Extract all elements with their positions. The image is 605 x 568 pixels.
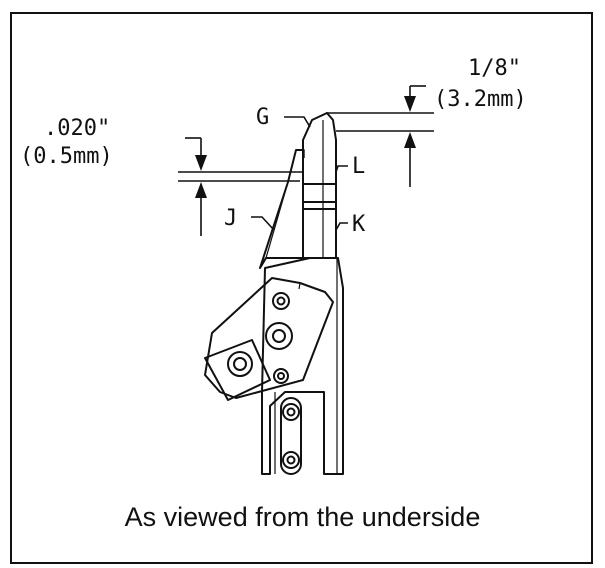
leader-l	[335, 165, 348, 173]
slot	[280, 397, 302, 475]
leader-j	[251, 216, 275, 231]
dim-right-mm: (3.2mm)	[434, 87, 527, 112]
label-k: K	[352, 212, 366, 237]
dimension-left	[178, 137, 302, 236]
screw-left	[227, 351, 253, 377]
screw-center	[265, 322, 293, 350]
clamp-block	[204, 339, 271, 401]
holder-body	[261, 257, 344, 475]
dim-left-mm: (0.5mm)	[20, 144, 113, 169]
dim-right-in: 1/8"	[468, 56, 521, 81]
diagram-frame	[10, 12, 593, 564]
label-g: G	[256, 105, 269, 130]
blade-j	[259, 149, 304, 269]
caption: As viewed from the underside	[124, 502, 481, 532]
screw-lower-mid	[273, 368, 289, 384]
screw-lower-2	[282, 451, 300, 469]
dimension-right	[326, 85, 434, 187]
leader-k	[335, 222, 348, 231]
dim-left-in: .020"	[44, 116, 110, 141]
leader-g	[284, 116, 311, 128]
screw-lower-1	[282, 403, 300, 421]
label-l: L	[352, 154, 365, 179]
label-j: J	[224, 206, 237, 231]
blade-k	[302, 112, 337, 259]
screw-top	[272, 292, 290, 310]
